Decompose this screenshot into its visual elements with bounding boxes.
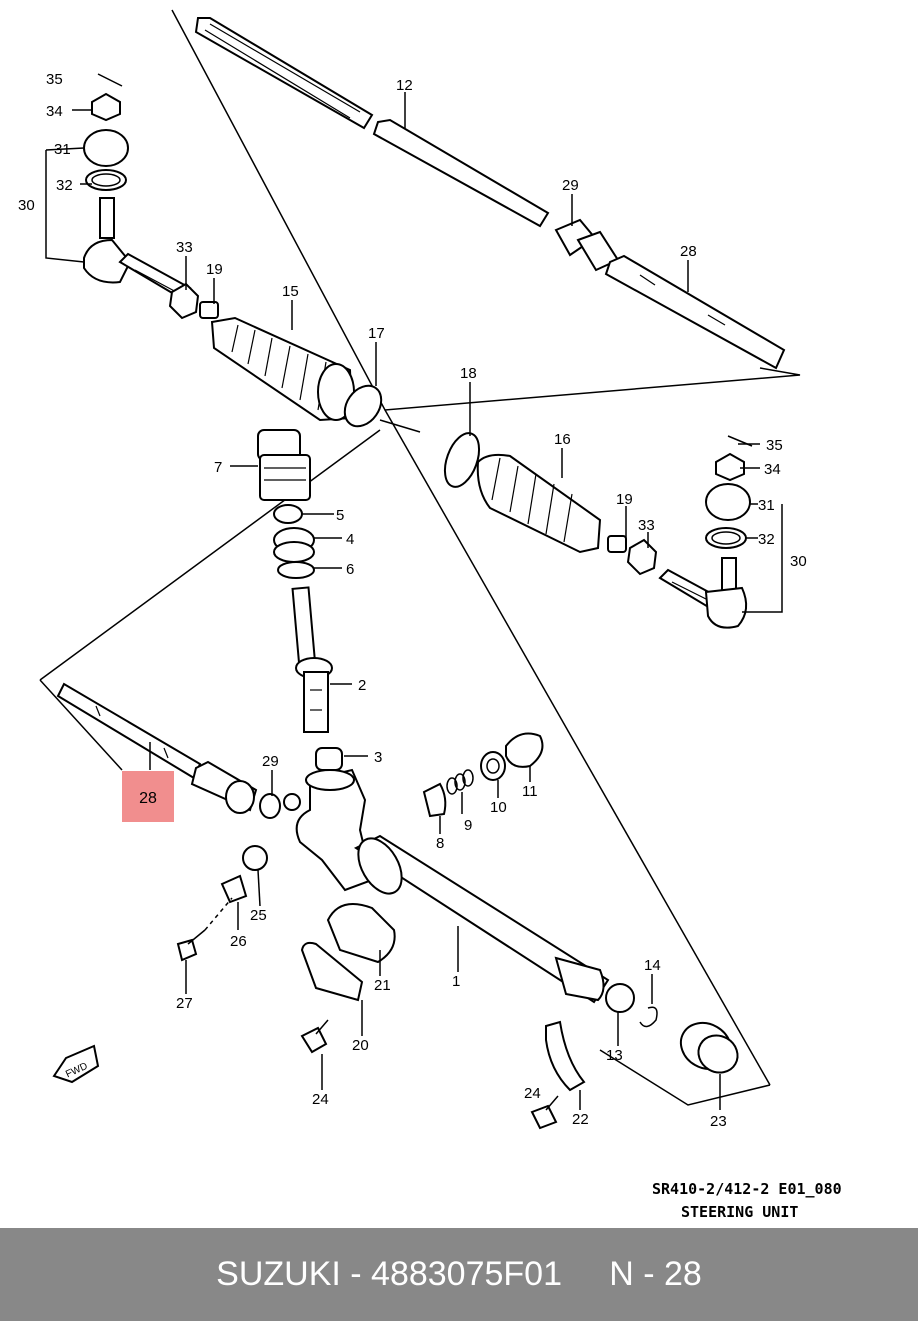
callout-25: 25: [250, 907, 267, 924]
callout-4: 4: [346, 531, 354, 548]
diagram-title: STEERING UNIT: [681, 1203, 799, 1221]
callout-28-upper: 28: [680, 243, 697, 260]
callout-1: 1: [452, 973, 460, 990]
callout-30-right: 30: [790, 553, 807, 570]
lock-nut-right: [607, 535, 658, 576]
lock-washer-29: [259, 793, 281, 819]
callout-30: 30: [18, 197, 35, 214]
callout-32-right: 32: [758, 531, 775, 548]
bushing-25: [242, 845, 268, 871]
fwd-arrow-icon: FWD: [52, 1044, 100, 1084]
callout-32: 32: [56, 177, 73, 194]
callout-19: 19: [206, 261, 223, 278]
boot-clamp-17: [343, 384, 383, 428]
boot-left: [210, 316, 355, 422]
callout-2: 2: [358, 677, 366, 694]
callout-22: 22: [572, 1111, 589, 1128]
tie-rod-lower: [56, 682, 258, 814]
highlighted-callout-28[interactable]: 28: [122, 771, 174, 822]
ball-joint-left: [83, 73, 192, 302]
parts-diagram: FWD: [18, 9, 807, 1130]
callout-35: 35: [46, 71, 63, 88]
callout-27: 27: [176, 995, 193, 1012]
callout-13: 13: [606, 1047, 623, 1064]
callout-34: 34: [46, 103, 63, 120]
callout-9: 9: [464, 817, 472, 834]
callout-24-left: 24: [312, 1091, 329, 1108]
clamp-bracket-20: [300, 941, 364, 1002]
boot-right: [476, 453, 602, 554]
bolt-24-right: [530, 1095, 559, 1130]
callout-12: 12: [396, 77, 413, 94]
callout-14: 14: [644, 957, 661, 974]
plug-3: [315, 747, 343, 771]
oil-seal-5: [273, 504, 303, 524]
callout-7: 7: [214, 459, 222, 476]
spring-9: [446, 769, 474, 795]
adjusting-screw-10: [480, 751, 506, 781]
callout-10: 10: [490, 799, 507, 816]
diagram-code: SR410-2/412-2 E01_080: [652, 1180, 842, 1198]
bearing-4: [273, 527, 315, 563]
footer-text: SUZUKI - 4883075F01 N - 28: [216, 1255, 702, 1293]
snap-ring-14: [639, 1006, 658, 1028]
callout-15: 15: [282, 283, 299, 300]
bolt-27: [176, 929, 206, 962]
tie-rod-upper: [194, 17, 550, 228]
leader-lines: [45, 92, 783, 1110]
callout-3: 3: [374, 749, 382, 766]
callout-8: 8: [436, 835, 444, 852]
cap-11: [505, 732, 544, 768]
yoke-8: [422, 782, 447, 818]
callout-33: 33: [176, 239, 193, 256]
callout-35-right: 35: [766, 437, 783, 454]
pinion-cover: [257, 429, 311, 501]
callout-29-upper: 29: [562, 177, 579, 194]
callout-6: 6: [346, 561, 354, 578]
rack-housing: [353, 834, 610, 1004]
callout-26: 26: [230, 933, 247, 950]
callout-23: 23: [710, 1113, 727, 1130]
pinion-shaft: [291, 586, 333, 733]
callout-16: 16: [554, 431, 571, 448]
callout-33-right: 33: [638, 517, 655, 534]
ball-joint-right: [658, 435, 753, 629]
boot-clamp-18: [443, 432, 481, 488]
callout-5: 5: [336, 507, 344, 524]
callout-19-right: 19: [616, 491, 633, 508]
mount-bushing-23: [679, 1021, 739, 1074]
bolt-24-left: [300, 1019, 329, 1054]
callout-17: 17: [368, 325, 385, 342]
group-outline-upper: [39, 9, 801, 1106]
callout-29-lower: 29: [262, 753, 279, 770]
callout-34-right: 34: [764, 461, 781, 478]
callout-24-right: 24: [524, 1085, 541, 1102]
clamp-bracket-22: [545, 1020, 586, 1092]
callout-21: 21: [374, 977, 391, 994]
part-number-footer: SUZUKI - 4883075F01 N - 28: [0, 1228, 918, 1321]
bracket-26: [220, 874, 248, 904]
callout-31-right: 31: [758, 497, 775, 514]
o-ring-6: [277, 561, 315, 579]
tie-rod-end-upper: [554, 218, 786, 370]
highlighted-callout-label: 28: [139, 790, 157, 807]
callout-11: 11: [522, 783, 538, 800]
rack-end-13: [605, 983, 635, 1013]
callout-31: 31: [54, 141, 71, 158]
callout-labels: 35 34 31 32 30 33 19 15 17 12 29 28 18 1…: [18, 71, 807, 1130]
lock-nut-left: [168, 282, 219, 320]
mount-bushing-21: [326, 903, 396, 964]
gear-housing: [283, 768, 374, 892]
callout-18: 18: [460, 365, 477, 382]
callout-20: 20: [352, 1037, 369, 1054]
